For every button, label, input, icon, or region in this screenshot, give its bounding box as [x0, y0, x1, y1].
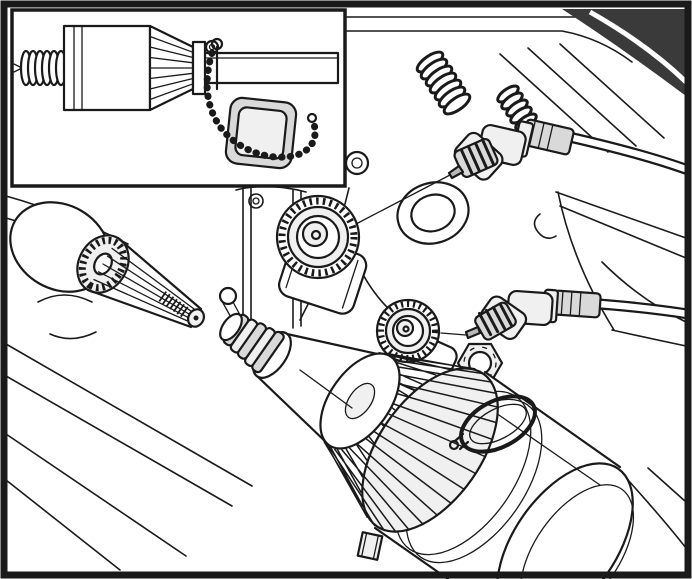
coupler-spring: [13, 49, 68, 87]
coupler-body: [62, 24, 207, 112]
hose-crimp-sleeve: [552, 289, 602, 319]
threaded-neck: [219, 312, 285, 374]
pointer-line-upper: [355, 174, 451, 225]
lower-hose-assembly: [440, 288, 689, 341]
bolt-head-2: [344, 150, 370, 176]
dust-cap-chain: [203, 49, 319, 161]
nozzle-tip: [447, 164, 465, 180]
coil-spring-1: [415, 50, 472, 116]
coupler-socket-a: [275, 194, 368, 315]
background-frame: [5, 9, 688, 571]
clamp-block: [356, 531, 384, 561]
splined-shaft: [9, 201, 206, 329]
coupler-pipe: [203, 37, 340, 91]
upper-hose-assembly: [355, 118, 690, 225]
bolt-head: [248, 193, 264, 209]
dust-cap: [224, 96, 298, 170]
pull-ring: [448, 394, 537, 454]
spline-teeth: [78, 236, 128, 292]
pointer-line-lower: [440, 332, 467, 336]
chain-end-link: [306, 112, 318, 124]
dark-corner-panel: [562, 9, 686, 96]
main-coupler-body: [219, 312, 635, 579]
inset-border: [10, 8, 347, 188]
inset-detail: [10, 8, 347, 188]
nozzle-tip: [464, 325, 482, 340]
knurled-band: [158, 291, 190, 318]
frame-opening: [396, 181, 470, 245]
coil-spring-2: [496, 84, 538, 132]
